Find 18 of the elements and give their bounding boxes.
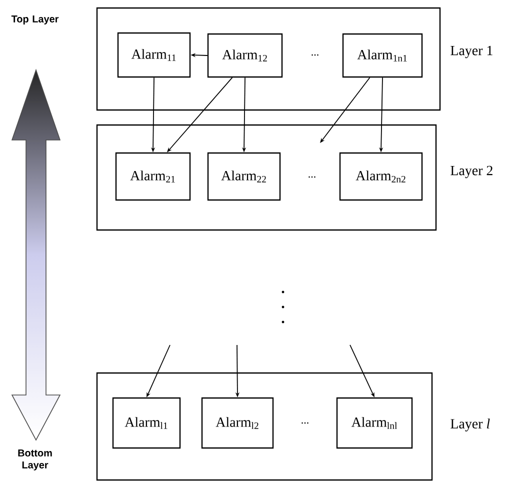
alarm-box: Alarm$_{lnl}$ [336,397,413,449]
axis-label: Bottom Layer [18,450,52,470]
axis-label: Top Layer [11,16,59,24]
layer-label: Layer 2 [450,166,492,178]
arrow [320,77,370,143]
alarm-box: Alarm$_{2n2}$ [339,152,423,201]
layer-label: Layer l [450,418,490,432]
alarm-box: Alarm$_{22}$ [207,152,281,201]
alarm-box: Alarm$_{l1}$ [112,397,181,449]
ellipsis: ... [308,176,316,178]
layer-label: Layer 1 [450,46,492,58]
alarm-box: Alarm$_{11}$ [117,32,191,78]
alarm-box: Alarm$_{12}$ [207,33,283,78]
ellipsis: ... [302,422,308,424]
alarm-box: Alarm$_{l2}$ [201,397,274,449]
alarm-box: Alarm$_{1n1}$ [342,33,423,78]
alarm-box: Alarm$_{21}$ [115,152,191,201]
ellipsis: ... [312,54,318,56]
